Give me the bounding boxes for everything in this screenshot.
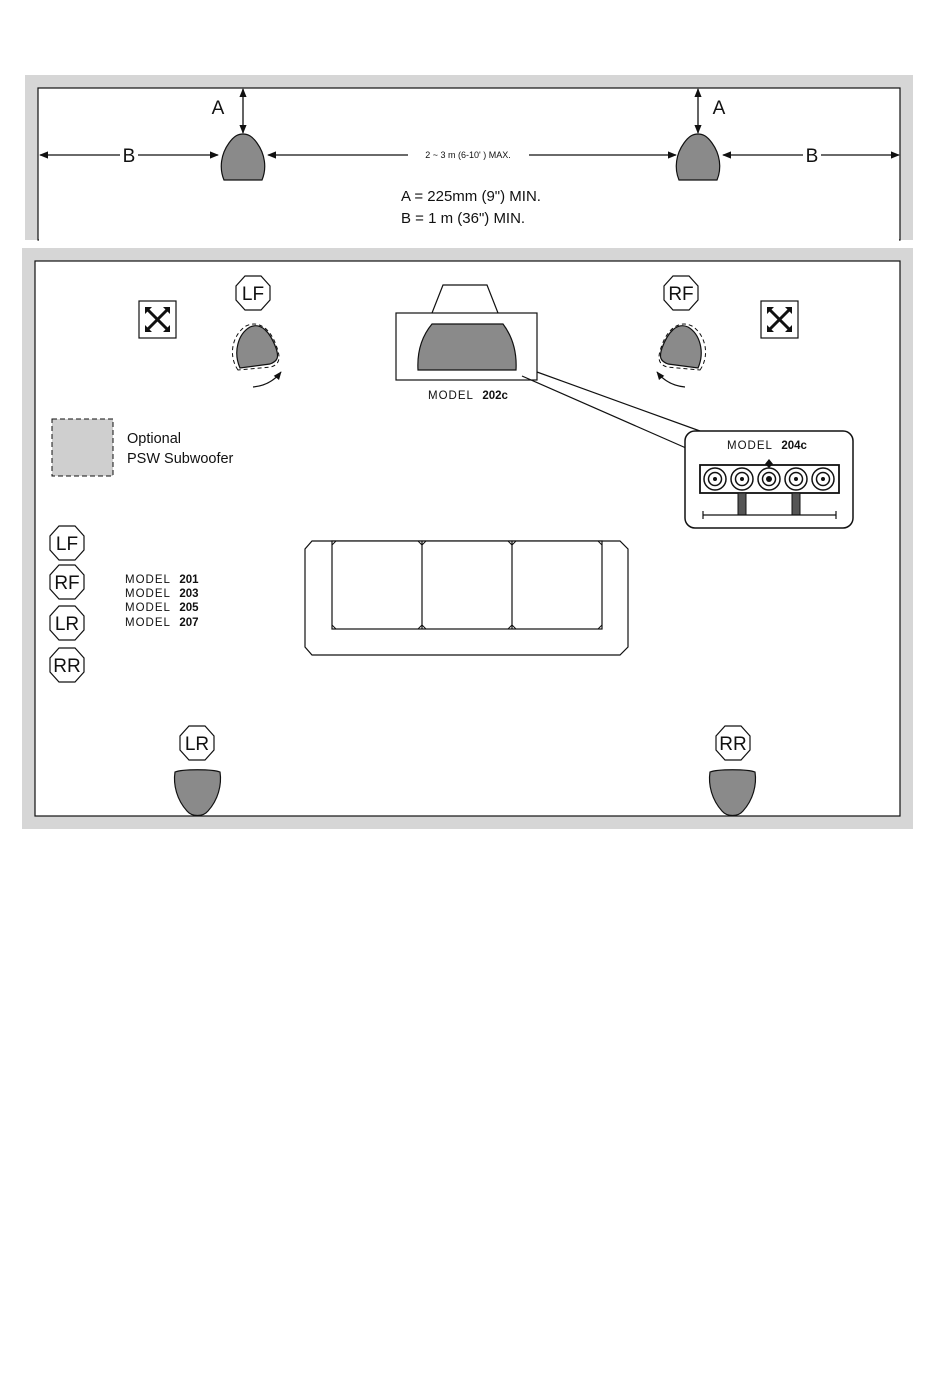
center-model-prefix: MODEL [428,390,474,402]
rr-badge-label: RR [719,734,746,755]
room-panel: LF RF MODEL 202c [22,248,913,829]
dim-b-left-label: B [123,146,136,167]
expand-icon-left [139,301,176,338]
legend-badge-rf-label: RF [54,573,79,594]
subwoofer-box [52,419,113,476]
expand-icon-right [761,301,798,338]
dim-a-right-label: A [713,98,726,119]
span-label: 2 ~ 3 m (6-10' ) MAX. [425,150,511,160]
spacing-panel: A A B B 2 ~ 3 m (6-10' ) MAX. A = 225mm … [25,75,913,241]
rule-a: A = 225mm (9") MIN. [401,188,541,205]
lf-badge-label: LF [242,284,264,305]
legend-badge-rr-label: RR [53,656,80,677]
legend-badge-lf-label: LF [56,534,78,555]
rf-badge-label: RF [668,284,693,305]
legend-badge-lr-label: LR [55,614,79,635]
inset-model-number: 204c [781,440,807,452]
dim-a-left-label: A [212,98,225,119]
dim-b-right-label: B [806,146,819,167]
sofa [305,541,628,655]
rule-b: B = 1 m (36") MIN. [401,210,525,227]
center-model-number: 202c [482,390,508,402]
subwoofer-note-line1: Optional [127,431,181,447]
inset-model-prefix: MODEL [727,440,773,452]
subwoofer-note-line2: PSW Subwoofer [127,451,234,467]
lr-badge-label: LR [185,734,209,755]
